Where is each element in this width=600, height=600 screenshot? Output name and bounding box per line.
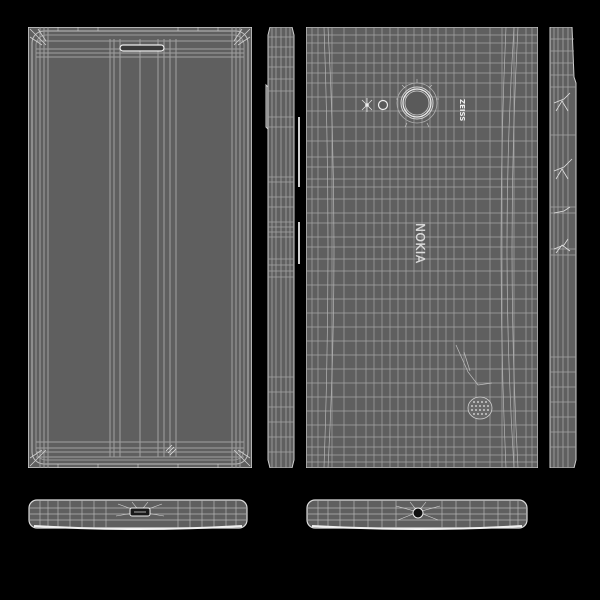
volume-button — [298, 117, 300, 187]
zeiss-logo: ZEISS — [458, 99, 466, 121]
top-edge-view — [304, 498, 530, 532]
flash-icon — [377, 99, 389, 111]
speaker-grille-icon — [455, 344, 493, 420]
camera-lens-icon — [396, 79, 439, 128]
sensor-icon — [361, 98, 373, 112]
front-view — [28, 27, 252, 468]
bottom-edge-view — [28, 498, 248, 532]
left-side-view — [262, 27, 302, 468]
power-button — [298, 222, 300, 264]
headphone-jack-icon — [412, 507, 424, 519]
earpiece-icon — [119, 44, 165, 52]
right-side-view — [546, 27, 580, 468]
nokia-logo: NOKIA — [413, 223, 427, 264]
back-view: ZEISS NOKIA — [306, 27, 538, 468]
